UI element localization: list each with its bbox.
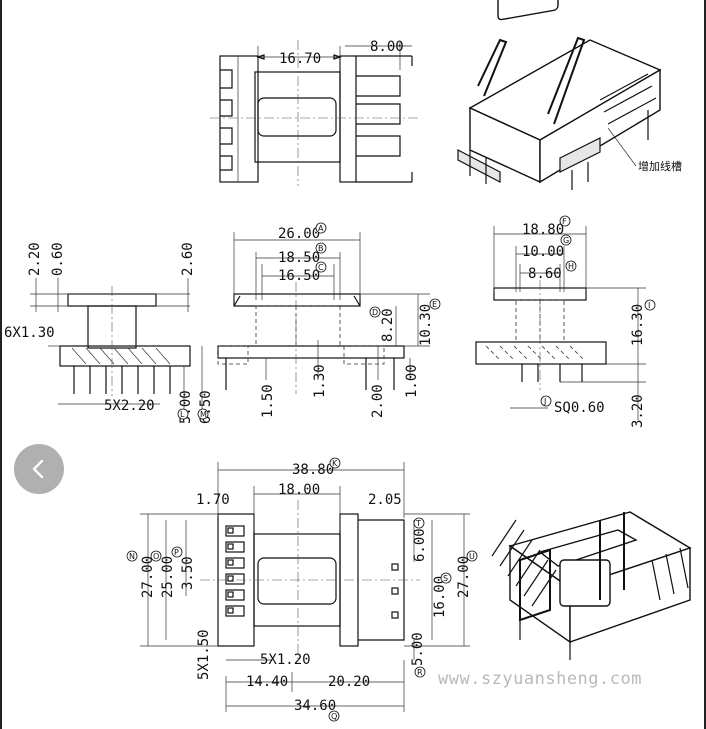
svg-text:U: U xyxy=(469,552,475,561)
label-circle-K: K xyxy=(329,457,341,469)
bottom-left-h2: 25.00 xyxy=(160,556,176,598)
label-circle-O: O xyxy=(150,550,162,562)
label-circle-H: H xyxy=(565,260,577,272)
label-circle-U: U xyxy=(466,550,478,562)
svg-text:K: K xyxy=(332,459,338,468)
top-slot-dim: 8.00 xyxy=(370,39,404,55)
svg-text:P: P xyxy=(174,548,179,557)
chevron-left-icon xyxy=(32,459,44,479)
bottom-total-dim: 34.60 xyxy=(294,698,336,714)
front-inner-dim: 16.50 xyxy=(278,268,320,284)
label-circle-P: P xyxy=(171,546,183,558)
bottom-view xyxy=(140,462,470,712)
label-circle-S: S xyxy=(440,572,452,584)
label-circle-N: N xyxy=(126,550,138,562)
svg-text:O: O xyxy=(153,552,159,561)
front-overall-dim: 26.00 xyxy=(278,226,320,242)
front-base-4: 1.00 xyxy=(404,364,420,398)
iso-note-label: 增加线槽 xyxy=(638,159,682,173)
front-view xyxy=(217,232,430,394)
svg-text:Q: Q xyxy=(331,712,337,721)
svg-text:M: M xyxy=(200,410,207,419)
bottom-left-h3: 3.50 xyxy=(180,556,196,590)
svg-text:E: E xyxy=(432,300,437,309)
iso-view-bottom xyxy=(491,511,692,660)
bottom-right-h1: 6.00 xyxy=(412,528,428,562)
svg-text:H: H xyxy=(568,262,574,271)
svg-text:T: T xyxy=(415,519,421,528)
svg-text:D: D xyxy=(372,308,378,317)
label-circle-D: D xyxy=(369,306,381,318)
label-circle-T: T xyxy=(413,517,425,529)
front-total-h: 10.30 xyxy=(418,304,434,346)
label-circle-Q: Q xyxy=(328,710,340,722)
top-view xyxy=(210,40,420,186)
iso-view-top xyxy=(457,0,662,190)
svg-text:G: G xyxy=(563,236,569,245)
watermark-text: www.szyuansheng.com xyxy=(438,669,642,689)
svg-text:C: C xyxy=(318,263,324,272)
bottom-pitch-h: 5X1.20 xyxy=(260,652,311,668)
bottom-right-h3: 27.00 xyxy=(456,556,472,598)
svg-text:B: B xyxy=(318,244,324,253)
svg-text:A: A xyxy=(318,224,324,233)
bottom-left-edge: 1.70 xyxy=(196,492,230,508)
side-right-w2: 10.00 xyxy=(522,244,564,260)
bottom-center-dim: 18.00 xyxy=(278,482,320,498)
bottom-dim-2: 20.20 xyxy=(328,674,370,690)
label-circle-A: A xyxy=(315,222,327,234)
front-flange-h: 8.20 xyxy=(380,308,396,342)
svg-text:J: J xyxy=(543,397,546,406)
bottom-right-edge: 2.05 xyxy=(368,492,402,508)
label-circle-B: B xyxy=(315,242,327,254)
bottom-pitch-v: 5X1.50 xyxy=(196,629,212,680)
label-circle-F: F xyxy=(559,215,571,227)
frame-right-edge xyxy=(704,0,706,729)
frame-left-edge xyxy=(0,0,2,729)
side-right-w3: 8.60 xyxy=(528,266,562,282)
side-left-d3: 2.60 xyxy=(180,242,196,276)
front-base-3: 2.00 xyxy=(370,384,386,418)
svg-text:N: N xyxy=(129,552,135,561)
label-circle-E: E xyxy=(429,298,441,310)
label-circle-J: J xyxy=(540,395,552,407)
bottom-left-h1: 27.00 xyxy=(140,556,156,598)
back-button[interactable] xyxy=(14,444,64,494)
side-left-d2: 0.60 xyxy=(50,242,66,276)
label-circle-I: I xyxy=(644,299,656,311)
svg-text:L: L xyxy=(180,410,185,419)
side-right-view xyxy=(475,226,646,420)
front-mid-dim: 18.50 xyxy=(278,250,320,266)
side-right-pin-h: 3.20 xyxy=(630,394,646,428)
label-circle-R: R xyxy=(414,666,426,678)
svg-text:I: I xyxy=(648,301,650,310)
bottom-right-h2: 16.00 xyxy=(432,576,448,618)
label-circle-G: G xyxy=(560,234,572,246)
side-right-pin-sq: SQ0.60 xyxy=(554,400,605,416)
bottom-dim-1: 14.40 xyxy=(246,674,288,690)
front-base-1: 1.50 xyxy=(260,384,276,418)
side-left-d1: 2.20 xyxy=(27,242,43,276)
svg-text:R: R xyxy=(417,668,423,677)
label-circle-C: C xyxy=(315,261,327,273)
top-width-dim: 16.70 xyxy=(279,51,321,67)
side-right-w1: 18.80 xyxy=(522,222,564,238)
svg-text:S: S xyxy=(443,574,448,583)
svg-text:F: F xyxy=(562,217,567,226)
side-left-pin-pitch: 5X2.20 xyxy=(104,398,155,414)
label-circle-L: L xyxy=(177,408,189,420)
bottom-right-h4: 5.00 xyxy=(410,632,426,666)
front-base-2: 1.30 xyxy=(312,364,328,398)
bottom-overall-dim: 38.80 xyxy=(292,462,334,478)
label-circle-M: M xyxy=(197,408,209,420)
side-right-height: 16.30 xyxy=(630,304,646,346)
side-left-pin-grid: 6X1.30 xyxy=(4,325,55,341)
side-left-view xyxy=(30,278,203,420)
